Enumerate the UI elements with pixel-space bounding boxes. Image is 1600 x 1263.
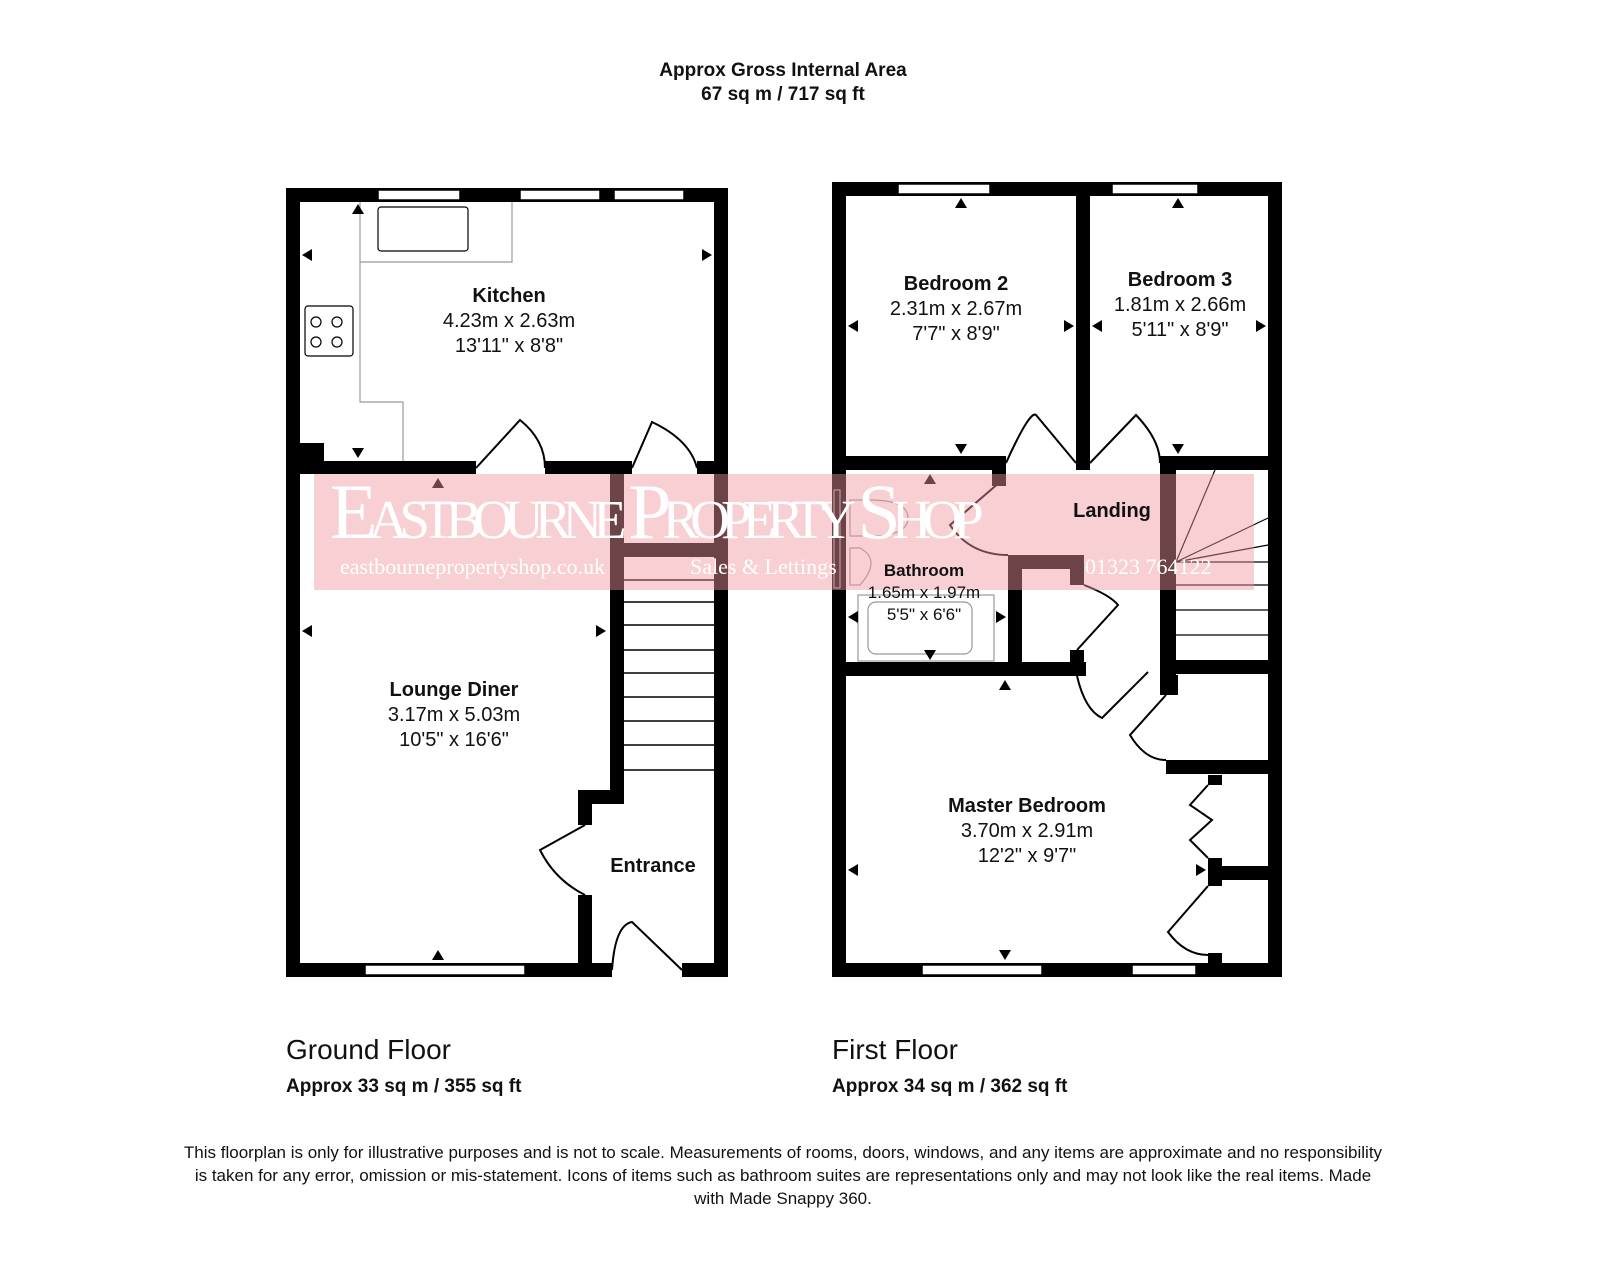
ground-floor-label: Ground Floor [286, 1034, 451, 1065]
watermark-banner [314, 474, 1254, 590]
room-kitchen: Kitchen 4.23m x 2.63m 13'11" x 8'8" [442, 285, 576, 357]
room-entrance: Entrance [610, 855, 696, 877]
watermark-website: eastbournepropertyshop.co.uk [340, 554, 606, 579]
gross-area-title: Approx Gross Internal Area [659, 60, 907, 81]
watermark-brand: Eastbourne Property Shop [330, 468, 984, 555]
watermark-phone: 01323 764122 [1085, 554, 1212, 579]
room-bedroom-2: Bedroom 2 2.31m x 2.67m 7'7" x 8'9" [889, 273, 1023, 345]
first-floor-windows [897, 183, 1199, 976]
first-floor-fixtures [833, 413, 1269, 956]
disclaimer: This floorplan is only for illustrative … [183, 1143, 1383, 1208]
first-floor-area: Approx 34 sq m / 362 sq ft [832, 1076, 1068, 1097]
ground-floor-fixtures [304, 202, 714, 971]
ground-floor-windows [364, 189, 685, 976]
room-bathroom: Bathroom 1.65m x 1.97m 5'5" x 6'6" [867, 561, 981, 624]
room-master-bedroom: Master Bedroom 3.70m x 2.91m 12'2" x 9'7… [948, 795, 1106, 867]
room-bedroom-3: Bedroom 3 1.81m x 2.66m 5'11" x 8'9" [1113, 269, 1247, 341]
room-lounge-diner: Lounge Diner 3.17m x 5.03m 10'5" x 16'6" [387, 679, 521, 751]
first-floor-label: First Floor [832, 1034, 958, 1065]
first-floor-arrows [848, 198, 1266, 960]
watermark-tagline: Sales & Lettings [690, 554, 837, 579]
ground-floor-arrows [302, 204, 712, 960]
ground-floor-area: Approx 33 sq m / 355 sq ft [286, 1076, 522, 1097]
gross-area-value: 67 sq m / 717 sq ft [701, 84, 865, 105]
room-landing: Landing [1073, 500, 1151, 522]
